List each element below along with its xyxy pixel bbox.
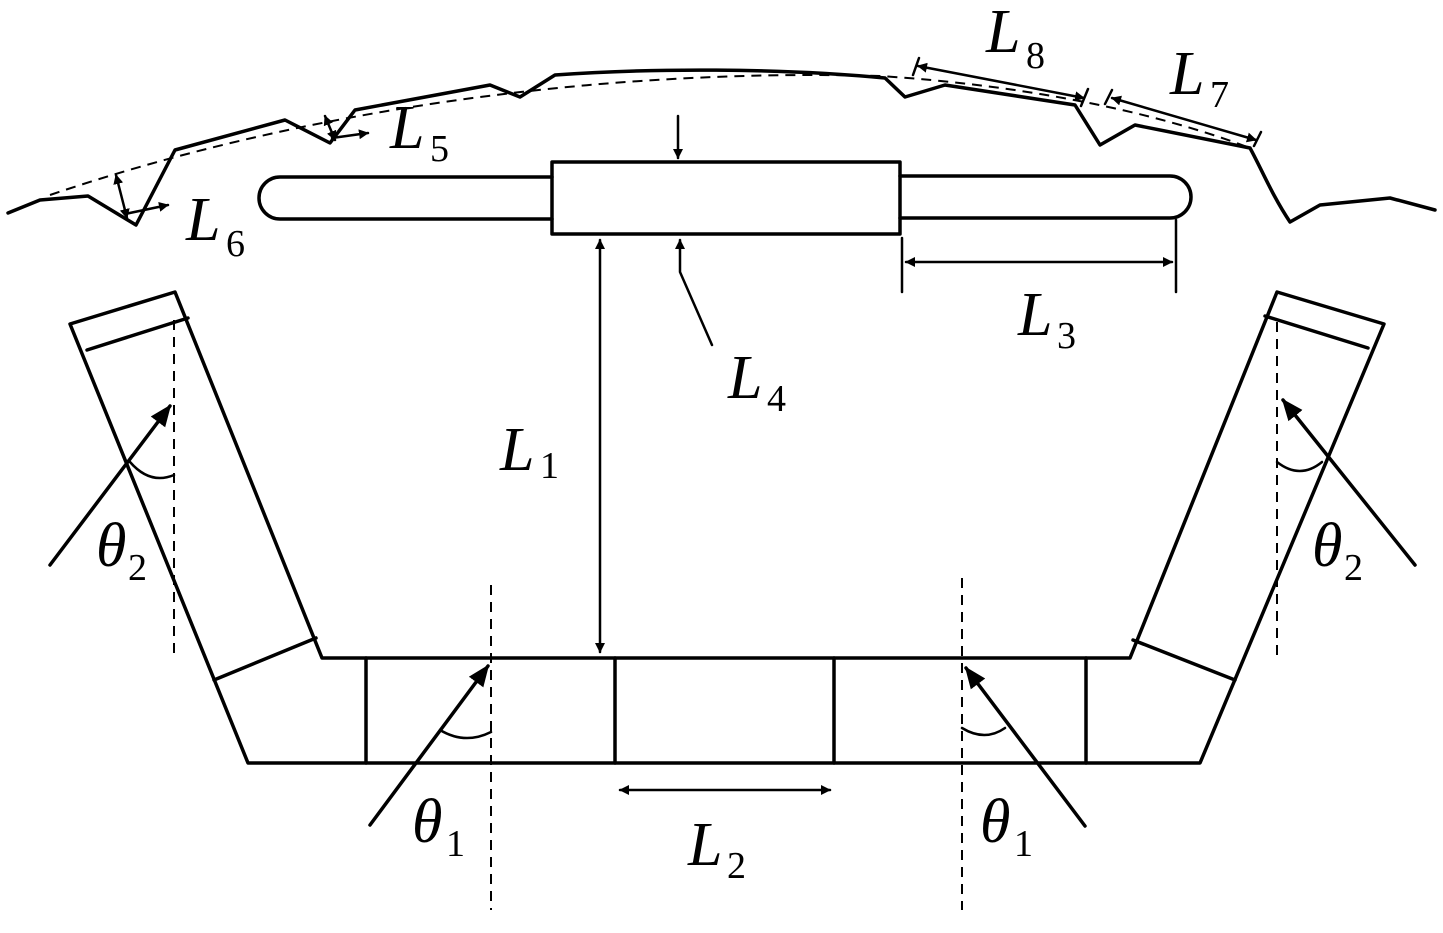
- dim-L8: [916, 62, 1086, 102]
- rotor-outer-contour: [6, 68, 1437, 227]
- left-leg-bottom-band: [212, 636, 318, 682]
- right-barrier: [898, 174, 1193, 220]
- svg-text:L: L: [499, 416, 534, 484]
- left-barrier: [257, 175, 554, 221]
- dim-L7-tick-left: [1103, 88, 1114, 106]
- label-L5: L 5: [389, 94, 449, 170]
- svg-text:L: L: [185, 186, 220, 254]
- dim-L5-b: [330, 129, 370, 140]
- svg-text:6: 6: [226, 223, 245, 265]
- dim-L8-tick-right: [1079, 87, 1090, 108]
- svg-text:L: L: [1017, 281, 1052, 349]
- right-leg-top-band: [1263, 314, 1370, 350]
- angle-arc-theta2-left: [128, 460, 176, 480]
- svg-text:1: 1: [540, 445, 559, 487]
- label-L2: L 2: [687, 811, 746, 887]
- svg-text:L: L: [1169, 40, 1204, 108]
- magnet-slot: [257, 160, 1193, 236]
- svg-text:L: L: [727, 344, 762, 412]
- angle-arc-theta2-right: [1275, 460, 1324, 473]
- pointer-arrow-theta1-right: [964, 666, 1087, 828]
- magnet-block: [550, 160, 902, 236]
- svg-text:5: 5: [430, 128, 449, 170]
- svg-text:2: 2: [128, 547, 147, 589]
- svg-text:3: 3: [1057, 315, 1076, 357]
- svg-text:8: 8: [1026, 35, 1045, 77]
- svg-text:θ: θ: [1312, 512, 1342, 580]
- u-slot: [68, 290, 1386, 765]
- dim-L4-bottom-leader: [675, 238, 714, 347]
- label-L6: L 6: [185, 186, 245, 265]
- svg-text:7: 7: [1210, 74, 1229, 116]
- label-L4: L 4: [727, 344, 786, 420]
- label-L7: L 7: [1169, 40, 1229, 116]
- svg-text:L: L: [985, 0, 1020, 66]
- dim-L5-a: [323, 114, 337, 142]
- svg-text:4: 4: [767, 378, 786, 420]
- left-leg-outline: [68, 290, 1386, 765]
- angle-arc-theta1-left: [438, 728, 493, 740]
- label-L3: L 3: [1017, 281, 1076, 357]
- svg-text:1: 1: [1014, 823, 1033, 865]
- angle-arc-theta1-right: [960, 726, 1007, 737]
- pointer-arrow-theta2-right: [1281, 398, 1417, 567]
- svg-text:L: L: [389, 94, 424, 162]
- right-leg-bottom-band: [1131, 638, 1237, 682]
- svg-text:L: L: [687, 811, 722, 879]
- label-theta2-left: θ 2: [96, 512, 147, 589]
- pointer-arrow-theta2-left: [48, 404, 172, 567]
- svg-text:2: 2: [727, 845, 746, 887]
- dim-L6-a: [113, 173, 130, 220]
- svg-text:1: 1: [446, 823, 465, 865]
- label-L8: L 8: [985, 0, 1045, 77]
- dim-L7: [1110, 95, 1258, 143]
- dim-L6-b: [123, 201, 170, 216]
- label-theta1-right: θ 1: [980, 788, 1033, 865]
- dim-L8-tick-left: [911, 56, 921, 77]
- pointer-arrow-theta1-left: [368, 664, 490, 827]
- dim-L7-tick-right: [1252, 130, 1263, 148]
- label-L1: L 1: [499, 416, 559, 487]
- left-leg-top-band: [85, 316, 190, 352]
- svg-text:θ: θ: [980, 788, 1010, 856]
- svg-text:θ: θ: [96, 512, 126, 580]
- label-theta1-left: θ 1: [412, 788, 465, 865]
- svg-text:2: 2: [1344, 547, 1363, 589]
- label-theta2-right: θ 2: [1312, 512, 1363, 589]
- svg-text:θ: θ: [412, 788, 442, 856]
